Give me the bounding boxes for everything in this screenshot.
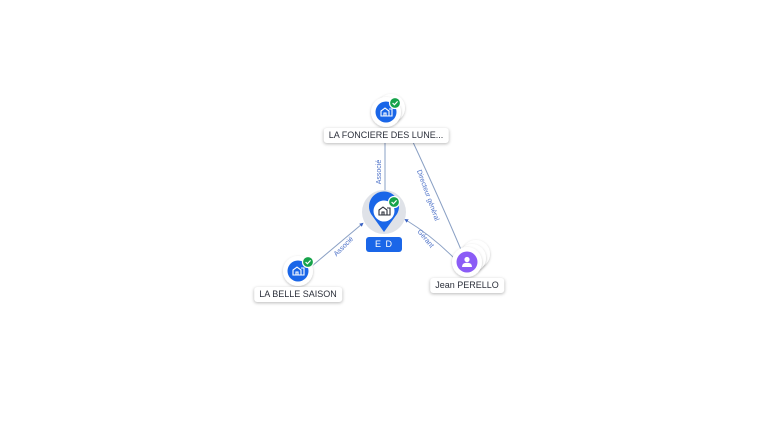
edge-label-perello-center: Gérant: [416, 229, 435, 250]
edge-label-fonciere-center: Associé: [376, 160, 383, 185]
node-label-fonciere[interactable]: LA FONCIERE DES LUNE...: [323, 128, 449, 143]
edge-perello-center[interactable]: [404, 218, 455, 259]
edge-label-perello-fonciere: Directeur général: [415, 169, 440, 222]
node-perello[interactable]: [452, 240, 490, 277]
building-icon: [292, 266, 305, 276]
check-badge-icon: [388, 96, 402, 110]
building-icon: [380, 107, 393, 117]
check-badge-icon: [387, 195, 401, 209]
edges: [311, 128, 463, 267]
person-icon: [462, 256, 472, 267]
edge-perello-fonciere[interactable]: [411, 138, 463, 253]
node-center[interactable]: [362, 190, 406, 234]
node-fonciere[interactable]: [371, 94, 405, 127]
edge-belle-center[interactable]: [311, 222, 364, 267]
node-label-center[interactable]: E D: [365, 237, 403, 252]
check-badge-icon: [301, 255, 315, 269]
building-icon: [378, 206, 391, 216]
node-label-belle-saison[interactable]: LA BELLE SAISON: [254, 287, 342, 302]
node-belle-saison[interactable]: [283, 255, 315, 286]
node-label-perello[interactable]: Jean PERELLO: [430, 278, 504, 293]
